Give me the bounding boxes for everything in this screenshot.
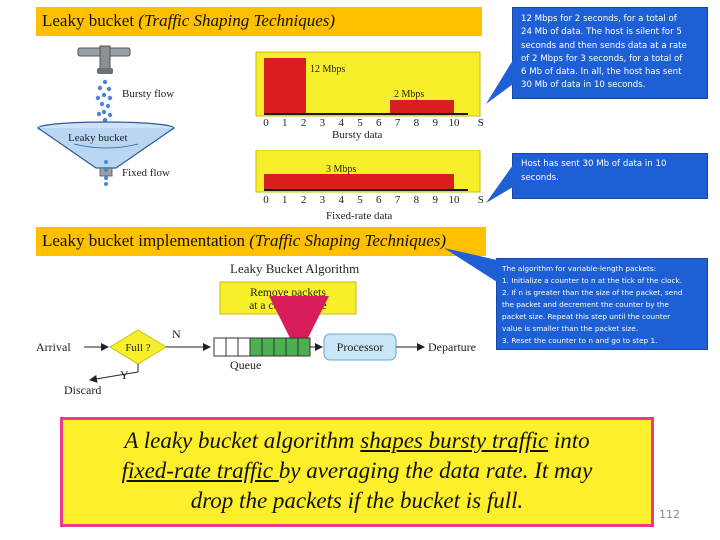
callout-pointer bbox=[486, 165, 513, 203]
tick-label: 3 bbox=[320, 117, 326, 129]
tick-label: 0 bbox=[263, 194, 269, 206]
tick-label: 10 bbox=[449, 194, 461, 206]
bursty-bar-low bbox=[390, 100, 454, 114]
yes-label: Y bbox=[120, 368, 129, 382]
section-title-implementation: Leaky bucket implementation (Traffic Sha… bbox=[36, 227, 486, 256]
tick-label: 4 bbox=[338, 117, 344, 129]
callout-line: the packet and decrement the counter by … bbox=[502, 300, 669, 309]
callout-line: packet size. Repeat this step until the … bbox=[502, 312, 671, 321]
bursty-label-low: 2 Mbps bbox=[394, 89, 424, 100]
section-title-sub: (Traffic Shaping Techniques) bbox=[138, 11, 336, 30]
section-title-sub: (Traffic Shaping Techniques) bbox=[249, 231, 447, 250]
departure-label: Departure bbox=[428, 340, 476, 354]
callout-pointer bbox=[486, 60, 513, 104]
callout-line: Host has sent 30 Mb of data in 10 bbox=[521, 159, 667, 169]
callout-line: 24 Mb of data. The host is silent for 5 bbox=[521, 27, 682, 38]
callout-line: 1. Initialize a counter to n at the tick… bbox=[502, 276, 683, 285]
fixed-drops-icon bbox=[104, 160, 108, 186]
callout-line: of 2 Mbps for 3 seconds, for a total of bbox=[521, 53, 683, 64]
leaky-bucket-algorithm-diagram: Leaky Bucket Algorithm Remove packets at… bbox=[36, 261, 476, 397]
callout-pointer bbox=[444, 248, 497, 282]
callout-line: 12 Mbps for 2 seconds, for a total of bbox=[521, 14, 677, 24]
full-decision-label: Full ? bbox=[125, 342, 150, 354]
tick-label: 6 bbox=[376, 117, 382, 129]
callout-fixed-description: Host has sent 30 Mb of data in 10 second… bbox=[512, 153, 708, 199]
tick-label: 2 bbox=[301, 194, 307, 206]
fixed-flow-label: Fixed flow bbox=[122, 167, 170, 179]
callout-line: 3. Reset the counter to n and go to step… bbox=[502, 336, 658, 345]
algorithm-title: Leaky Bucket Algorithm bbox=[230, 261, 359, 276]
processor-label: Processor bbox=[337, 340, 384, 354]
page-number: 112 bbox=[659, 508, 680, 521]
tick-label: 9 bbox=[432, 194, 438, 206]
fixed-bar bbox=[264, 174, 454, 190]
tick-label: 5 bbox=[357, 117, 363, 129]
discard-label: Discard bbox=[64, 383, 101, 397]
tick-label: 1 bbox=[282, 117, 288, 129]
summary-line3: drop the packets if the bucket is full. bbox=[190, 488, 524, 513]
callout-line: 2. If n is greater than the size of the … bbox=[502, 288, 683, 297]
summary-emphasis-shapes: shapes bursty traffic bbox=[360, 428, 549, 453]
tick-label: 3 bbox=[320, 194, 326, 206]
callout-line: value is smaller than the packet size. bbox=[502, 324, 639, 333]
fixed-caption: Fixed-rate data bbox=[326, 210, 392, 220]
tick-label: 8 bbox=[414, 117, 420, 129]
remove-packets-line2: at a constant rate bbox=[249, 300, 327, 312]
axis-unit-label: S bbox=[478, 117, 484, 129]
fixed-label: 3 Mbps bbox=[326, 164, 356, 175]
callout-line: The algorithm for variable-length packet… bbox=[502, 264, 657, 273]
tick-label: 0 bbox=[263, 117, 269, 129]
callout-bursty-description: 12 Mbps for 2 seconds, for a total of 24… bbox=[512, 7, 708, 99]
tick-label: 10 bbox=[449, 117, 461, 129]
tick-label: 5 bbox=[357, 194, 363, 206]
leaky-bucket-illustration: Bursty flow Leaky bucket Fixed flow bbox=[37, 45, 175, 186]
section-title-main: Leaky bucket bbox=[42, 11, 135, 30]
summary-box: A leaky bucket algorithm shapes bursty t… bbox=[60, 417, 654, 527]
queue-label: Queue bbox=[230, 358, 261, 372]
callout-line: 6 Mb of data. In all, the host has sent bbox=[521, 67, 682, 78]
no-label: N bbox=[172, 327, 181, 341]
bursty-caption: Bursty data bbox=[332, 129, 383, 141]
water-drops-icon bbox=[95, 79, 113, 123]
callout-line: seconds and then sends data at a rate bbox=[521, 40, 687, 51]
summary-line2: fixed-rate traffic by averaging the data… bbox=[121, 458, 593, 483]
queue-icon bbox=[213, 337, 311, 357]
axis-unit-label: S bbox=[478, 194, 484, 206]
tick-label: 6 bbox=[376, 194, 382, 206]
tick-label: 2 bbox=[301, 117, 307, 129]
tick-label: 1 bbox=[282, 194, 288, 206]
tick-label: 7 bbox=[395, 194, 401, 206]
summary-line1: A leaky bucket algorithm shapes bursty t… bbox=[124, 428, 590, 453]
bursty-flow-label: Bursty flow bbox=[122, 88, 174, 100]
tick-label: 4 bbox=[338, 194, 344, 206]
section-title-main: Leaky bucket implementation bbox=[42, 231, 245, 250]
remove-packets-line1: Remove packets bbox=[250, 287, 326, 299]
tick-label: 9 bbox=[432, 117, 438, 129]
callout-line: seconds. bbox=[521, 172, 559, 183]
arrival-label: Arrival bbox=[36, 340, 71, 354]
summary-emphasis-fixed: fixed-rate traffic bbox=[121, 458, 279, 483]
bursty-label-high: 12 Mbps bbox=[310, 64, 345, 75]
tick-label: 7 bbox=[395, 117, 401, 129]
tick-label: 8 bbox=[414, 194, 420, 206]
leaky-bucket-label: Leaky bucket bbox=[68, 132, 128, 144]
bursty-bar-high bbox=[264, 58, 306, 114]
section-title-leaky-bucket: Leaky bucket (Traffic Shaping Techniques… bbox=[36, 7, 482, 36]
callout-line: 30 Mb of data in 10 seconds. bbox=[521, 80, 646, 91]
callout-algorithm-steps: The algorithm for variable-length packet… bbox=[496, 258, 708, 350]
